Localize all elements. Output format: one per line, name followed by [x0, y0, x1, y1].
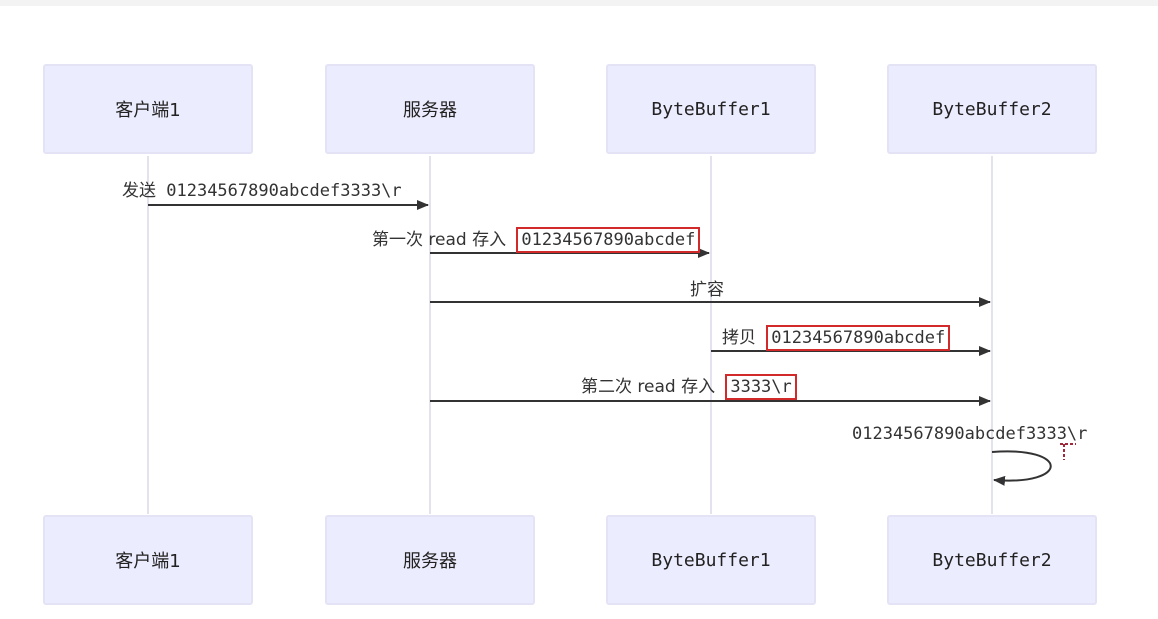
actor-bytebuffer1-top: ByteBuffer1 [606, 64, 816, 154]
self-loop-arrow [991, 450, 1052, 486]
message-copy-verb: 拷贝 [722, 328, 756, 348]
actor-bytebuffer1-bottom: ByteBuffer1 [606, 515, 816, 605]
actor-label: 客户端1 [115, 100, 181, 121]
actor-client1-bottom: 客户端1 [43, 515, 253, 605]
actor-label: ByteBuffer1 [651, 549, 771, 571]
highlight-marker [1060, 443, 1076, 460]
message-expand-label: 扩容 [690, 280, 724, 300]
highlight-copy-value: 01234567890abcdef [766, 325, 951, 351]
actor-label: ByteBuffer1 [651, 98, 771, 120]
actor-bytebuffer2-bottom: ByteBuffer2 [887, 515, 1097, 605]
actor-label: 客户端1 [115, 551, 181, 572]
highlight-first-read-value: 01234567890abcdef [516, 227, 701, 253]
actor-label: 服务器 [403, 100, 457, 121]
actor-server-top: 服务器 [325, 64, 535, 154]
top-strip [0, 0, 1158, 6]
message-send-label: 发送 01234567890abcdef3333\r [122, 176, 402, 201]
actor-bytebuffer2-top: ByteBuffer2 [887, 64, 1097, 154]
actor-label: ByteBuffer2 [932, 98, 1052, 120]
highlight-second-read-value: 3333\r [725, 374, 797, 400]
message-send-value: 01234567890abcdef3333\r [166, 181, 402, 201]
message-first-read-label: 第一次 read 存入 01234567890abcdef [372, 225, 701, 253]
message-second-read-label: 第二次 read 存入 3333\r [581, 372, 797, 400]
actor-label: 服务器 [403, 551, 457, 572]
actor-server-bottom: 服务器 [325, 515, 535, 605]
message-self-loop-label: 01234567890abcdef3333\r [852, 424, 1088, 444]
message-second-read-verb: 第二次 read 存入 [581, 377, 716, 397]
actor-label: ByteBuffer2 [932, 549, 1052, 571]
message-copy-label: 拷贝 01234567890abcdef [722, 323, 951, 351]
message-send-verb: 发送 [122, 181, 156, 201]
actor-client1-top: 客户端1 [43, 64, 253, 154]
message-first-read-verb: 第一次 read 存入 [372, 230, 507, 250]
